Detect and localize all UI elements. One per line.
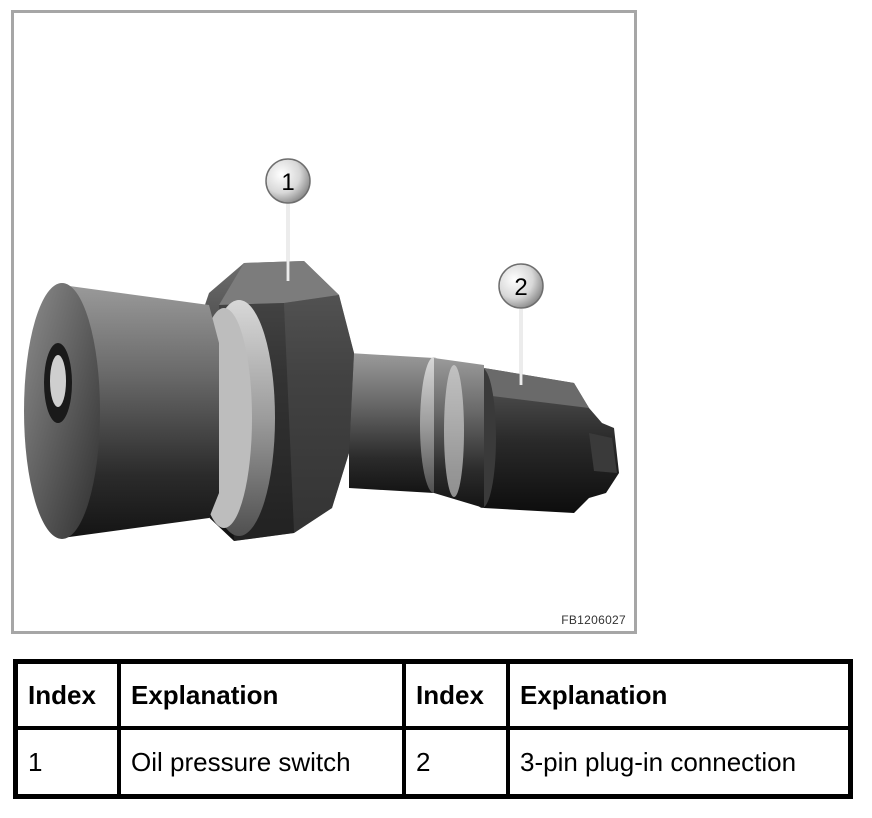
header-explanation-2: Explanation [506, 659, 853, 730]
row-explanation-1: Oil pressure switch [117, 726, 406, 799]
callout-1: 1 [265, 158, 311, 281]
oil-pressure-switch-illustration: 1 2 [24, 158, 619, 541]
row-explanation-2: 3-pin plug-in connection [506, 726, 853, 799]
header-explanation-1: Explanation [117, 659, 406, 730]
row-index-2: 2 [402, 726, 510, 799]
header-index-2: Index [402, 659, 510, 730]
front-cylinder [24, 283, 219, 539]
header-index-1: Index [13, 659, 121, 730]
sensor-shaft [349, 353, 484, 508]
plug-connector [468, 368, 619, 513]
figure-frame: 1 2 FB1206027 [11, 10, 637, 634]
figure-code: FB1206027 [561, 613, 626, 627]
legend-header-row: Index Explanation Index Explanation [13, 659, 853, 730]
callout-2: 2 [498, 263, 544, 385]
legend-table: Index Explanation Index Explanation 1 Oi… [13, 659, 853, 799]
callout-1-label: 1 [281, 169, 294, 196]
row-index-1: 1 [13, 726, 121, 799]
legend-row: 1 Oil pressure switch 2 3-pin plug-in co… [13, 726, 853, 799]
callout-2-label: 2 [514, 274, 527, 301]
